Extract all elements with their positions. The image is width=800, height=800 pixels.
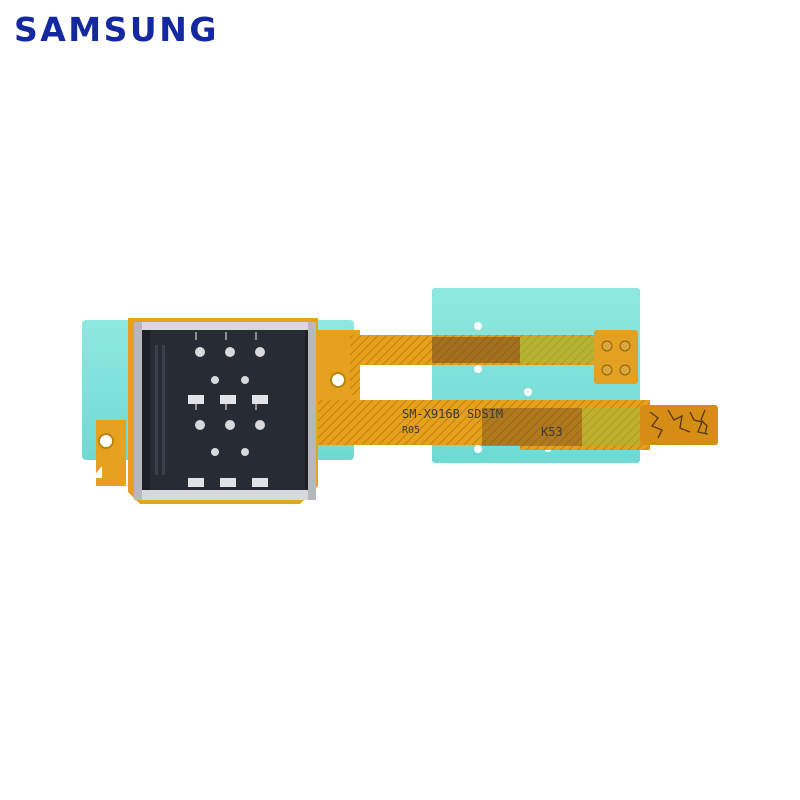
board-label: SM-X916B SDSIM	[402, 407, 503, 421]
samsung-logo: SAMSUNG	[14, 10, 219, 49]
orientation-arrow-icon	[92, 466, 102, 478]
board-label-small: R05	[402, 425, 420, 436]
board-code: K53	[541, 425, 563, 439]
sim-card-connector	[134, 322, 316, 500]
